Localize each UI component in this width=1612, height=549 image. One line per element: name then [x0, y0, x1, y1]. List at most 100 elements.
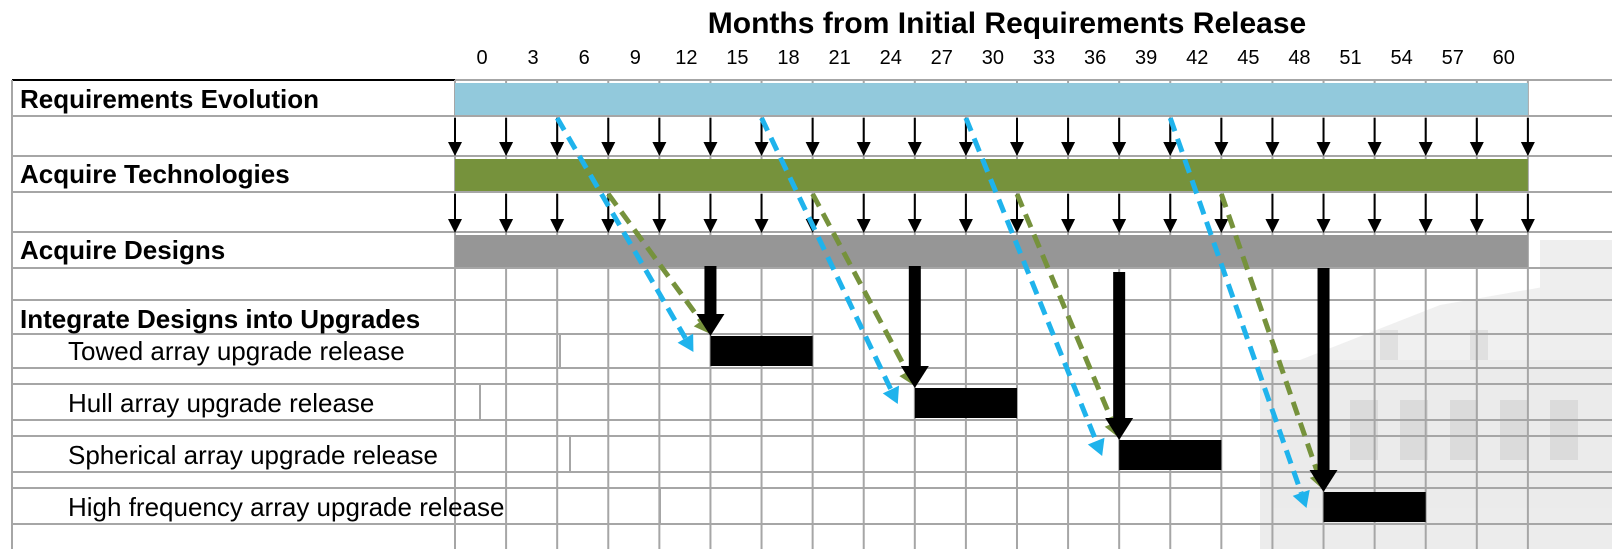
row-label-release-1: Towed array upgrade release [68, 336, 405, 366]
x-tick-label: 60 [1493, 47, 1515, 69]
flow-arrow-head [703, 219, 718, 233]
row-label-release-2: Hull array upgrade release [68, 388, 374, 418]
phase-bar [455, 83, 1528, 115]
x-tick-label: 54 [1390, 47, 1412, 69]
flow-arrows [448, 118, 1535, 233]
flow-arrow-head [1112, 142, 1127, 156]
flow-arrow-head [805, 142, 820, 156]
row-label-designs: Acquire Designs [20, 235, 225, 265]
x-tick-label: 12 [675, 47, 697, 69]
flow-arrow-head [448, 219, 462, 233]
release-bars [710, 336, 1426, 522]
x-tick-label: 30 [982, 47, 1004, 69]
design-arrow-head [1309, 470, 1338, 492]
flow-arrow-head [499, 142, 514, 156]
requirements-dashed-arrow-shaft [963, 117, 1099, 443]
flow-arrow-head [856, 142, 871, 156]
flow-arrow-head [1163, 219, 1178, 233]
requirements-dashed-arrow-head [1087, 437, 1105, 456]
flow-arrow-head [1418, 219, 1433, 233]
flow-arrow-head [1469, 219, 1484, 233]
flow-arrow-head [1367, 219, 1382, 233]
flow-arrow-head [1418, 142, 1433, 156]
x-tick-label: 33 [1033, 47, 1055, 69]
phase-bar [455, 235, 1528, 267]
phase-bars [455, 83, 1528, 267]
design-arrow-head [900, 366, 929, 388]
x-tick-label: 21 [829, 47, 851, 69]
x-tick-label: 0 [476, 47, 487, 69]
dashed-arrows [555, 116, 1327, 508]
release-bar [710, 336, 813, 366]
row-label-release-4: High frequency array upgrade release [68, 492, 504, 522]
x-tick-label: 36 [1084, 47, 1106, 69]
row-label-requirements: Requirements Evolution [20, 84, 319, 114]
x-tick-label: 6 [579, 47, 590, 69]
flow-arrow-head [1214, 142, 1229, 156]
x-tick-label: 48 [1288, 47, 1310, 69]
flow-arrow-head [1214, 219, 1229, 233]
design-arrow-shaft [1317, 268, 1330, 472]
flow-arrow-head [601, 219, 616, 233]
x-tick-label: 45 [1237, 47, 1259, 69]
x-tick-label: 27 [931, 47, 953, 69]
chart-title: Months from Initial Requirements Release [708, 7, 1306, 40]
x-tick-label: 42 [1186, 47, 1208, 69]
flow-arrow-head [1316, 142, 1331, 156]
design-arrows [696, 266, 1338, 492]
release-bar [914, 388, 1017, 418]
design-arrow-head [1105, 418, 1134, 440]
x-tick-label: 51 [1339, 47, 1361, 69]
technology-dashed-arrow-shaft [1014, 193, 1116, 425]
flow-arrow-head [1367, 142, 1382, 156]
technology-dashed-arrow-shaft [1218, 193, 1321, 476]
flow-arrow-head [550, 219, 565, 233]
building-watermark [1260, 240, 1612, 549]
flow-arrow-head [1469, 142, 1484, 156]
flow-arrow-head [1009, 219, 1024, 233]
technology-dashed-arrow-shaft [810, 192, 910, 374]
flow-arrow-head [1061, 142, 1076, 156]
flow-arrow-head [1316, 219, 1331, 233]
flow-arrow-head [550, 142, 565, 156]
section-label-integrate: Integrate Designs into Upgrades [20, 304, 420, 334]
flow-arrow-head [652, 219, 667, 233]
flow-arrow-head [448, 142, 462, 156]
x-tick-label: 57 [1442, 47, 1464, 69]
flow-arrow-head [1163, 142, 1178, 156]
technology-dashed-arrow-shaft [606, 192, 704, 323]
requirements-dashed-arrow-shaft [555, 116, 688, 340]
release-bar [1323, 492, 1426, 522]
x-tick-label: 39 [1135, 47, 1157, 69]
flow-arrow-head [1265, 142, 1280, 156]
flow-arrow-head [907, 219, 922, 233]
row-label-technologies: Acquire Technologies [20, 159, 290, 189]
requirements-dashed-arrow-head [1292, 489, 1310, 508]
design-arrow-shaft [1113, 272, 1126, 420]
grid-lines [11, 79, 1612, 549]
flow-arrow-head [754, 142, 769, 156]
flow-arrow-head [754, 219, 769, 233]
requirements-dashed-arrow-head [882, 385, 900, 404]
release-bar [1119, 440, 1222, 470]
flow-arrow-head [652, 142, 667, 156]
design-arrow-head [696, 314, 725, 336]
row-label-release-3: Spherical array upgrade release [68, 440, 438, 470]
design-arrow-shaft [704, 266, 717, 316]
flow-arrow-head [1009, 142, 1024, 156]
x-tick-label: 9 [630, 47, 641, 69]
flow-arrow-head [1061, 219, 1076, 233]
requirements-dashed-arrow-shaft [759, 116, 894, 391]
design-arrow-shaft [908, 266, 921, 368]
flow-arrow-head [499, 219, 514, 233]
flow-arrow-head [1520, 219, 1535, 233]
x-tick-label: 24 [880, 47, 902, 69]
x-tick-label: 15 [726, 47, 748, 69]
flow-arrow-head [958, 219, 973, 233]
requirements-dashed-arrow-head [677, 333, 694, 352]
flow-arrow-head [703, 142, 718, 156]
flow-arrow-head [1265, 219, 1280, 233]
flow-arrow-head [601, 142, 616, 156]
